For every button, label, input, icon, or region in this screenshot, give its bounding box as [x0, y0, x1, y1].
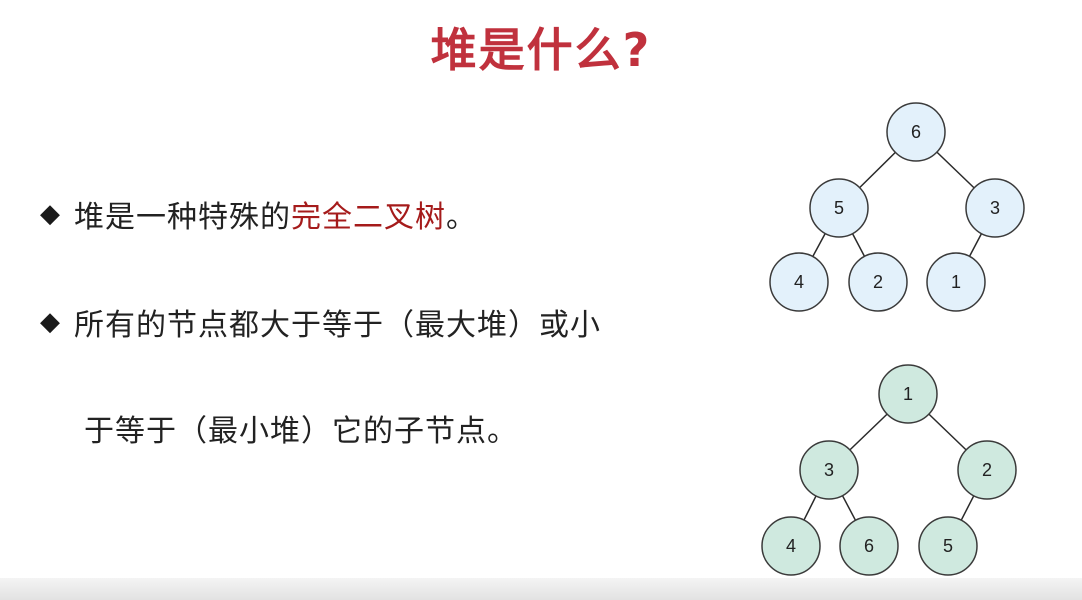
max-heap-edge-6-3	[936, 151, 975, 189]
min-heap-node-6: 6	[839, 516, 899, 576]
bottom-bar	[0, 578, 1082, 600]
bullet-2-line-2: 于等于（最小堆）它的子节点。	[84, 414, 518, 449]
min-heap-edge-3-4	[803, 495, 817, 521]
min-heap-node-circle	[761, 516, 821, 576]
min-heap-edge-2-5	[960, 495, 975, 521]
max-heap-node-label: 5	[834, 198, 844, 218]
min-heap-node-circle	[957, 440, 1017, 500]
max-heap-edge-5-4	[812, 233, 826, 257]
max-heap-diagram: 6 5 3 4 2 1	[769, 102, 1025, 312]
max-heap-edge-5-2	[851, 233, 866, 257]
min-heap-node-label: 6	[864, 536, 874, 556]
max-heap-node-label: 2	[873, 272, 883, 292]
max-heap-edge-3-1	[968, 233, 983, 257]
bullet-1-highlight: 完全二叉树	[291, 200, 446, 235]
bullet-2-line-1: 所有的节点都大于等于（最大堆）或小	[74, 308, 601, 343]
diamond-bullet-icon: ◆	[40, 199, 60, 229]
bullet-2: ◆ 所有的节点都大于等于（最大堆）或小	[40, 300, 601, 344]
min-heap-node-label: 3	[824, 460, 834, 480]
max-heap-node-circle	[848, 252, 908, 312]
bullet-1-suffix: 。	[446, 200, 477, 235]
min-heap-node-circle	[839, 516, 899, 576]
max-heap-node-6: 6	[886, 102, 946, 162]
diamond-bullet-icon: ◆	[40, 307, 60, 337]
max-heap-node-label: 6	[911, 122, 921, 142]
min-heap-edge-3-6	[841, 495, 857, 521]
bullet-1-prefix: 堆是一种特殊的	[74, 200, 291, 235]
min-heap-node-label: 4	[786, 536, 796, 556]
min-heap-node-4: 4	[761, 516, 821, 576]
max-heap-node-2: 2	[848, 252, 908, 312]
max-heap-node-circle	[926, 252, 986, 312]
bullet-1: ◆ 堆是一种特殊的完全二叉树。	[40, 192, 477, 236]
bullet-1-text: 堆是一种特殊的完全二叉树。	[74, 192, 477, 236]
min-heap-edge-1-2	[928, 413, 967, 451]
max-heap-node-1: 1	[926, 252, 986, 312]
max-heap-node-label: 4	[794, 272, 804, 292]
min-heap-node-label: 5	[943, 536, 953, 556]
max-heap-node-3: 3	[965, 178, 1025, 238]
max-heap-node-label: 3	[990, 198, 1000, 218]
min-heap-node-label: 1	[903, 384, 913, 404]
min-heap-node-2: 2	[957, 440, 1017, 500]
min-heap-node-1: 1	[878, 364, 938, 424]
min-heap-node-circle	[799, 440, 859, 500]
max-heap-node-5: 5	[809, 178, 869, 238]
max-heap-node-4: 4	[769, 252, 829, 312]
max-heap-node-label: 1	[951, 272, 961, 292]
min-heap-node-circle	[878, 364, 938, 424]
max-heap-node-circle	[886, 102, 946, 162]
min-heap-node-label: 2	[982, 460, 992, 480]
max-heap-node-circle	[965, 178, 1025, 238]
max-heap-edge-6-5	[859, 151, 896, 189]
min-heap-node-5: 5	[918, 516, 978, 576]
min-heap-node-circle	[918, 516, 978, 576]
max-heap-node-circle	[769, 252, 829, 312]
slide-title: 堆是什么?	[430, 23, 652, 77]
min-heap-node-3: 3	[799, 440, 859, 500]
max-heap-node-circle	[809, 178, 869, 238]
min-heap-diagram: 1 3 2 4 6 5	[761, 364, 1017, 576]
min-heap-edge-1-3	[849, 413, 888, 451]
